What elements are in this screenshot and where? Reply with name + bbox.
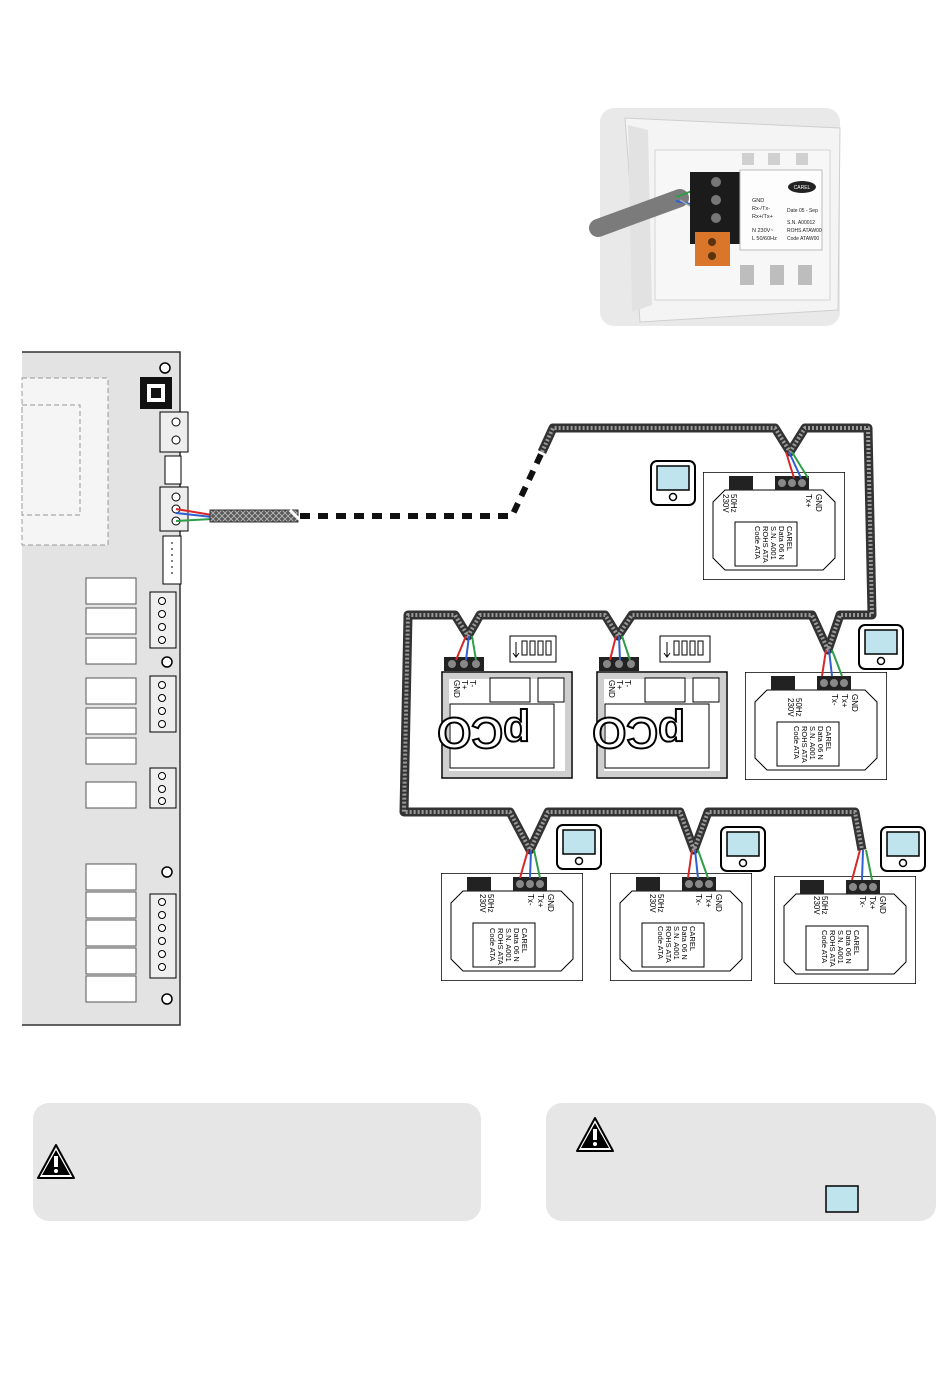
module-txplus: Tx+ [868,896,877,910]
module-txminus: Tx- [830,694,839,706]
module-txplus: Tx+ [704,894,713,908]
module-label-code: Code ATA [820,930,829,963]
module-label-code: Code ATA [753,526,762,559]
photo-label-sn: S.N. A00012 [787,220,815,226]
module-power-50hz: 50Hz [729,494,738,513]
module-bottom-3: 230V 50Hz GND Tx+ Tx- CAREL Data 06 N S.… [774,826,926,984]
module-label-carel: CAREL [785,526,794,551]
module-power-230v: 230V [648,894,657,913]
module-power-50hz: 50Hz [486,894,495,913]
pco-board-2: GND T+ T- pCO [591,635,728,779]
module-label-code: Code ATA [656,926,665,959]
module-label-data: Data 06 N [512,928,521,962]
pco-logo: pCO [592,708,685,757]
module-txplus: Tx+ [804,494,813,508]
pco-tplus: T+ [460,680,469,690]
module-label-data: Data 06 N [844,930,853,964]
module-top-right: 230V 50Hz GND Tx+ CAREL Data 06 N S.N. A… [650,451,845,580]
pco-tminus: T- [468,680,477,687]
module-power-230v: 230V [478,894,487,913]
pco-board-1: GND T+ T- pCO [436,635,573,779]
photo-label-code: Code ATAW00 [787,236,819,242]
module-label-carel: CAREL [688,926,697,951]
main-controller-board [21,351,189,1026]
photo-terminal-rx-plus: Rx+/Tx+ [752,214,773,220]
module-power-50hz: 50Hz [820,896,829,915]
thermostat-screen-swatch [825,1185,859,1213]
module-power-230v: 230V [812,896,821,915]
module-power-230v: 230V [786,698,795,717]
photo-brand: CAREL [794,185,811,191]
module-label-sn: S.N. A001 [769,526,778,560]
warning-triangle-icon [37,1144,75,1179]
warning-box-left [33,1103,481,1221]
module-label-data: Data 06 N [680,926,689,960]
photo-label-date: Date 05 - Sep [787,208,818,214]
pco-gnd: GND [607,680,616,698]
module-label-rohs: ROHS ATA [828,930,837,967]
module-txminus: Tx- [526,894,535,906]
module-txplus: Tx+ [840,694,849,708]
terminal-photo: CAREL GND Rx-/Tx- Rx+/Tx+ N 230V~ L 50/6… [589,108,841,326]
module-gnd: GND [714,894,723,912]
thermostat-icon [880,826,926,872]
thermostat-icon [720,826,766,872]
thermostat-icon [858,624,904,670]
module-gnd: GND [814,494,823,512]
module-label-data: Data 06 N [777,526,786,560]
pco-tplus: T+ [615,680,624,690]
module-label-sn: S.N. A001 [836,930,845,964]
module-label-sn: S.N. A001 [672,926,681,960]
module-label-rohs: ROHS ATA [664,926,673,963]
pco-tminus: T- [623,680,632,687]
module-label-carel: CAREL [520,928,529,953]
photo-terminal-l: L 50/60Hz [752,236,777,242]
pco-gnd: GND [452,680,461,698]
thermostat-icon [556,824,602,870]
module-label-rohs: ROHS ATA [496,928,505,965]
module-label-carel: CAREL [824,726,833,751]
module-label-sn: S.N. A001 [808,726,817,760]
photo-terminal-rx-minus: Rx-/Tx- [752,206,770,212]
photo-terminal-n: N 230V~ [752,228,774,234]
photo-label-rohs: ROHS ATAW00 [787,228,822,234]
module-middle-right: 230V 50Hz GND Tx+ Tx- CAREL Data 06 N S.… [745,624,904,780]
warning-triangle-icon [576,1117,614,1152]
photo-terminal-gnd: GND [752,198,764,204]
module-label-data: Data 06 N [816,726,825,760]
module-label-code: Code ATA [488,928,497,961]
module-power-50hz: 50Hz [656,894,665,913]
module-txminus: Tx- [694,894,703,906]
controller-wires [175,450,545,524]
module-label-sn: S.N. A001 [504,928,513,962]
module-gnd: GND [546,894,555,912]
module-power-50hz: 50Hz [794,698,803,717]
module-txminus: Tx- [858,896,867,908]
module-gnd: GND [850,694,859,712]
module-label-rohs: ROHS ATA [800,726,809,763]
module-label-code: Code ATA [792,726,801,759]
module-gnd: GND [878,896,887,914]
network-cable [399,423,877,855]
module-label-carel: CAREL [852,930,861,955]
thermostat-icon [650,460,696,506]
module-power-230v: 230V [721,494,730,513]
module-label-rohs: ROHS ATA [761,526,770,563]
warning-box-right [546,1103,936,1221]
module-bottom-1: 230V 50Hz GND Tx+ Tx- CAREL Data 06 N S.… [441,824,602,981]
pco-logo: pCO [437,708,530,757]
module-txplus: Tx+ [536,894,545,908]
module-bottom-2: 230V 50Hz GND Tx+ Tx- CAREL Data 06 N S.… [610,826,766,981]
